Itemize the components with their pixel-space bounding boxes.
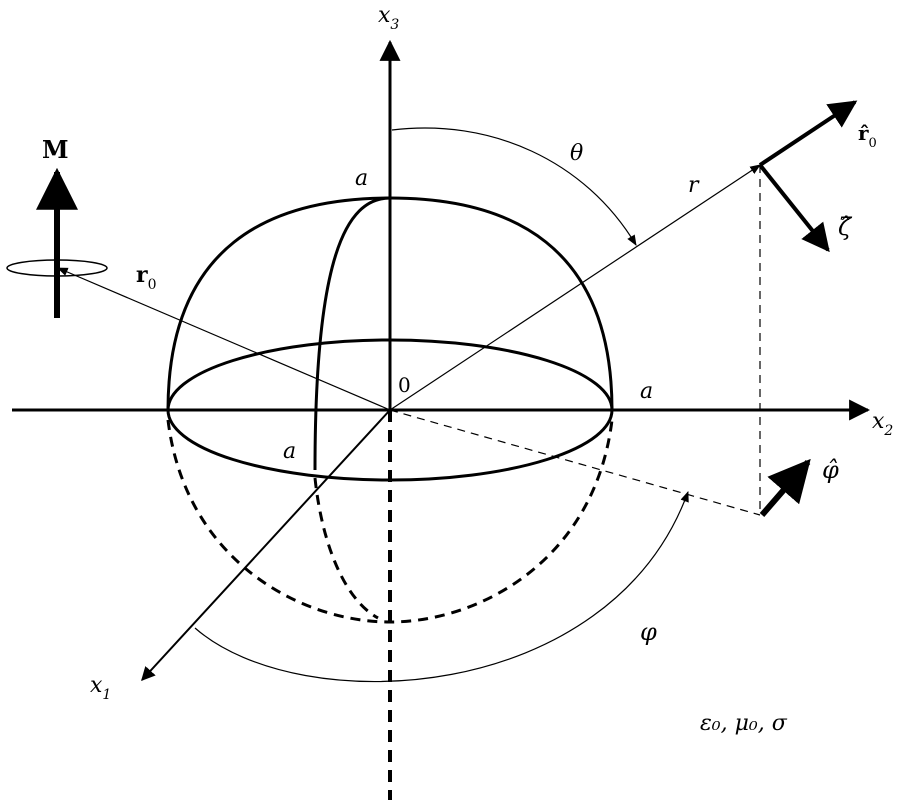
r0-hat-label: r̂0 <box>858 121 877 151</box>
lower-meridian-dashed <box>313 477 379 620</box>
zeta-hat-vector <box>758 163 830 253</box>
x3-label: x3 <box>378 3 399 33</box>
phi-hat-label: φ̂ <box>822 456 839 484</box>
r-label: r <box>688 173 700 198</box>
moment-label: M <box>42 135 69 164</box>
equator-ellipse <box>166 338 614 482</box>
radius-top-label: a <box>355 166 368 191</box>
x1-label: x1 <box>90 673 111 703</box>
r0-vector <box>57 267 391 411</box>
radius-front-label: a <box>283 439 296 464</box>
radius-right-label: a <box>640 379 653 404</box>
zeta-hat-label: ζ̂ <box>838 213 853 241</box>
x2-label: x2 <box>872 409 893 439</box>
phi-arc <box>194 490 689 683</box>
theta-arc <box>391 127 637 246</box>
phi-label: φ <box>640 618 657 646</box>
origin-label: 0 <box>398 373 411 397</box>
theta-label: θ <box>570 141 583 166</box>
r0-hat-vector <box>758 100 858 167</box>
phi-hat-vector <box>759 458 811 517</box>
meridian-arc <box>313 196 391 471</box>
medium-label: ε₀, μ₀, σ <box>700 711 788 736</box>
lower-hemisphere-dashed <box>166 419 614 624</box>
r0-label: r0 <box>136 262 157 293</box>
x1-axis <box>141 409 391 682</box>
r-vector <box>389 164 761 411</box>
projection-horizontal <box>389 409 761 516</box>
